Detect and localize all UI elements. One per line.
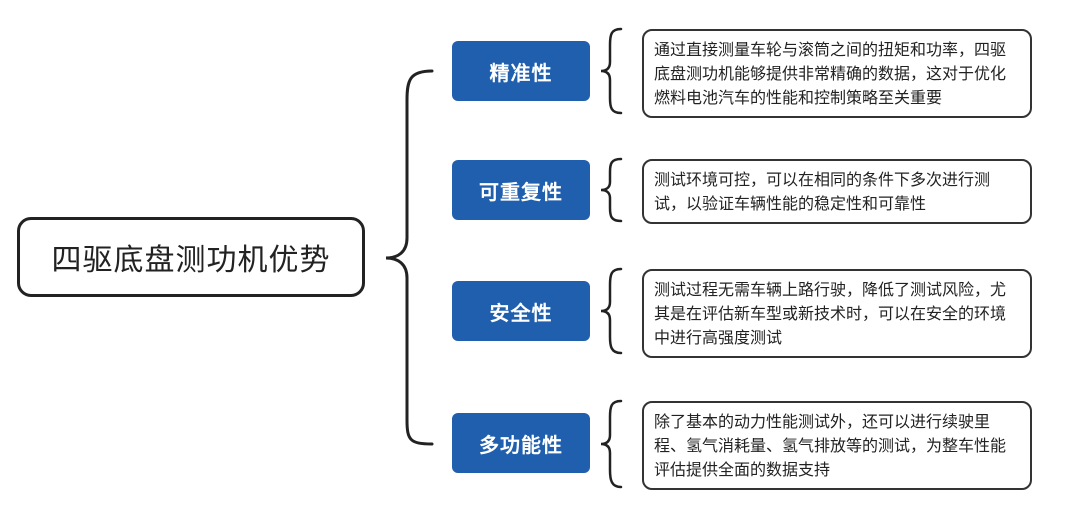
root-title: 四驱底盘测功机优势 [51,243,331,278]
small-brace-4 [600,399,623,489]
branch-label: 精准性 [489,60,553,85]
description-box-safety: 测试过程无需车辆上路行驶，降低了测试风险，尤其是在评估新车型或新技术时，可以在安… [642,269,1032,358]
description-text: 测试过程无需车辆上路行驶，降低了测试风险，尤其是在评估新车型或新技术时，可以在安… [654,280,1007,347]
branch-node-safety: 安全性 [452,281,590,341]
branch-label: 可重复性 [479,179,563,204]
small-brace-3 [600,267,623,355]
description-box-repeatability: 测试环境可控，可以在相同的条件下多次进行测试，以验证车辆性能的稳定性和可靠性 [642,159,1032,224]
description-text: 通过直接测量车轮与滚筒之间的扭矩和功率，四驱底盘测功机能够提供非常精确的数据，这… [654,40,1007,107]
root-node: 四驱底盘测功机优势 [17,217,365,297]
small-brace-1 [600,27,623,115]
branch-node-repeatability: 可重复性 [452,160,590,220]
main-brace [385,69,434,446]
description-text: 测试环境可控，可以在相同的条件下多次进行测试，以验证车辆性能的稳定性和可靠性 [654,170,991,213]
description-box-versatility: 除了基本的动力性能测试外，还可以进行续驶里程、氢气消耗量、氢气排放等的测试，为整… [642,401,1032,490]
branch-node-versatility: 多功能性 [452,413,590,473]
description-text: 除了基本的动力性能测试外，还可以进行续驶里程、氢气消耗量、氢气排放等的测试，为整… [654,412,1007,479]
branch-label: 安全性 [489,300,553,325]
branch-node-accuracy: 精准性 [452,41,590,101]
small-brace-2 [600,157,623,223]
description-box-accuracy: 通过直接测量车轮与滚筒之间的扭矩和功率，四驱底盘测功机能够提供非常精确的数据，这… [642,29,1032,118]
branch-label: 多功能性 [479,432,563,457]
